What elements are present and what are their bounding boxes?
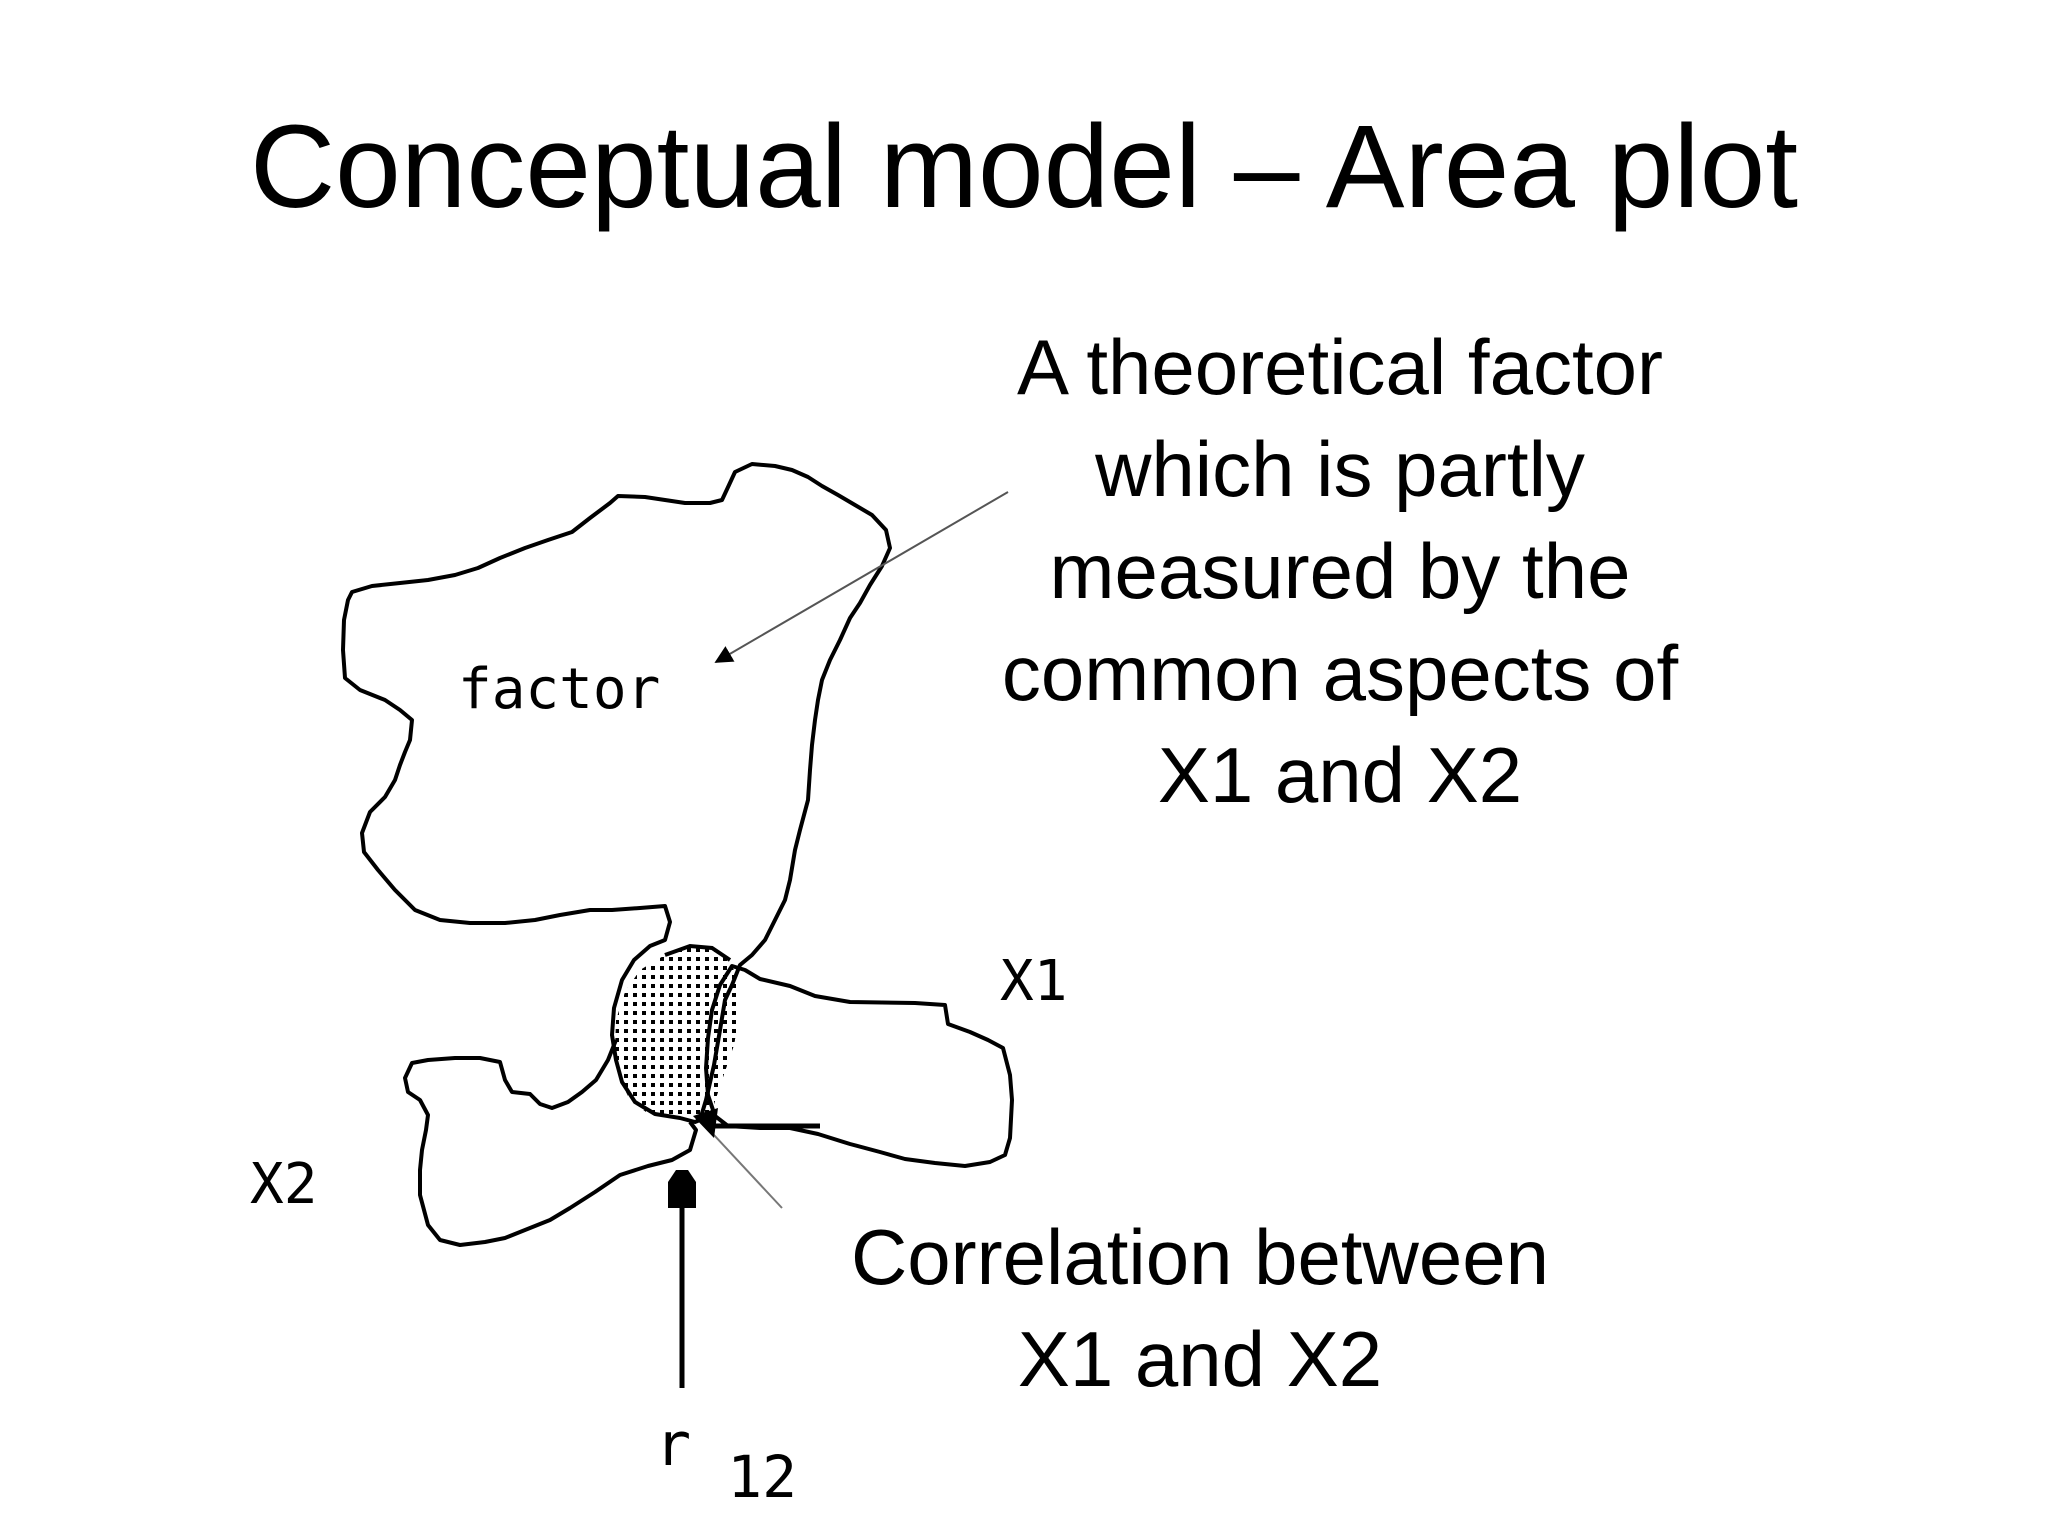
correlation-callout-line: X1 and X2 — [1017, 1315, 1383, 1403]
x1-label: X1 — [1000, 949, 1067, 1014]
x2-label: X2 — [250, 1152, 317, 1217]
correlation-callout-text: Correlation between X1 and X2 — [780, 1206, 1620, 1410]
factor-callout-line: A theoretical factor — [1016, 323, 1663, 411]
factor-callout-line: common aspects of — [1001, 629, 1679, 717]
r12-label-subscript: 12 — [727, 1443, 797, 1511]
factor-callout-text: A theoretical factor which is partly mea… — [900, 316, 1780, 826]
factor-label: factor — [458, 657, 660, 722]
factor-pointer-line — [714, 491, 1009, 663]
factor-callout-line: measured by the — [1049, 527, 1631, 615]
correlation-callout-line: Correlation between — [850, 1213, 1550, 1301]
x1-overlap-arrow — [693, 1108, 820, 1138]
factor-callout-line: X1 and X2 — [1157, 731, 1523, 819]
factor-callout-line: which is partly — [1095, 425, 1585, 513]
overlap-region — [615, 946, 740, 1120]
x1-region — [704, 964, 1014, 1168]
overlap-boundary — [664, 943, 732, 962]
slide-title: Conceptual model – Area plot — [249, 101, 1799, 233]
x2-region — [403, 1039, 698, 1247]
factor-region — [341, 462, 892, 1124]
r12-label-main: r — [655, 1410, 691, 1480]
r12-arrow — [668, 1170, 696, 1388]
r12-label: r 12 — [655, 1410, 797, 1511]
